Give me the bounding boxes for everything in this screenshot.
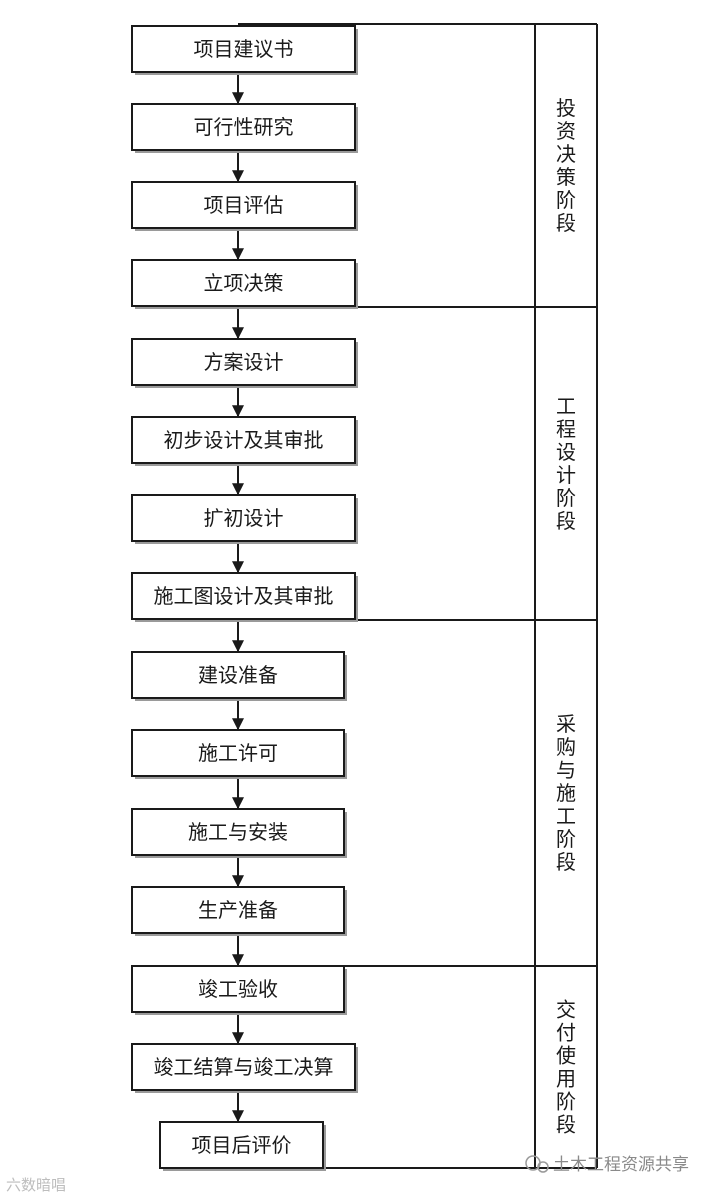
step-box: 项目后评价 (159, 1121, 326, 1171)
step-label: 项目建议书 (194, 37, 294, 61)
step-box: 竣工结算与竣工决算 (131, 1043, 358, 1093)
step-box-frame (131, 808, 345, 856)
watermark-left-text: 六数暗唱 (6, 1176, 66, 1194)
watermark-left: 六数暗唱 (6, 1176, 66, 1194)
step-box-frame (131, 965, 345, 1013)
flow-steps: 项目建议书可行性研究项目评估立项决策方案设计初步设计及其审批扩初设计施工图设计及… (131, 25, 358, 1171)
step-label: 初步设计及其审批 (164, 428, 324, 452)
step-box-frame (131, 729, 345, 777)
step-label: 立项决策 (204, 271, 284, 295)
step-box-frame (131, 651, 345, 699)
step-box: 方案设计 (131, 338, 358, 388)
step-label: 建设准备 (198, 663, 278, 687)
step-box: 施工许可 (131, 729, 347, 779)
step-box: 可行性研究 (131, 103, 358, 153)
step-box: 施工图设计及其审批 (131, 572, 358, 622)
phase-label-procurement-construction: 采购与施工阶段 (556, 712, 576, 874)
step-box-frame (131, 494, 356, 542)
step-box: 扩初设计 (131, 494, 358, 544)
step-box-frame (131, 181, 356, 229)
step-label: 施工与安装 (188, 820, 288, 844)
step-label: 生产准备 (198, 898, 278, 922)
step-label: 施工图设计及其审批 (154, 584, 334, 608)
step-box-frame (131, 1043, 356, 1091)
step-box-frame (159, 1121, 324, 1169)
step-label: 项目后评价 (192, 1133, 292, 1157)
step-box: 项目建议书 (131, 25, 358, 75)
step-label: 竣工结算与竣工决算 (154, 1055, 334, 1079)
step-label: 施工许可 (198, 741, 278, 765)
step-box: 竣工验收 (131, 965, 347, 1015)
step-box: 立项决策 (131, 259, 358, 309)
step-label: 项目评估 (204, 193, 284, 217)
phase-label-investment-decision: 投资决策阶段 (556, 96, 576, 235)
step-label: 可行性研究 (194, 115, 294, 139)
step-box-frame (131, 25, 356, 73)
watermark-account-name: 土木工程资源共享 (553, 1155, 689, 1175)
phase-label-delivery-use: 交付使用阶段 (556, 997, 576, 1136)
step-box: 初步设计及其审批 (131, 416, 358, 466)
step-box-frame (131, 259, 356, 307)
step-box-frame (131, 886, 345, 934)
step-label: 扩初设计 (204, 506, 284, 530)
step-label: 竣工验收 (198, 977, 278, 1001)
step-box: 项目评估 (131, 181, 358, 231)
watermark-right: 土木工程资源共享 (525, 1155, 689, 1175)
step-box-frame (131, 416, 356, 464)
step-box-frame (131, 338, 356, 386)
step-box: 施工与安装 (131, 808, 347, 858)
step-box: 生产准备 (131, 886, 347, 936)
step-label: 方案设计 (204, 350, 284, 374)
phase-label-engineering-design: 工程设计阶段 (556, 394, 576, 533)
step-box-frame (131, 572, 356, 620)
step-box: 建设准备 (131, 651, 347, 701)
step-box-frame (131, 103, 356, 151)
